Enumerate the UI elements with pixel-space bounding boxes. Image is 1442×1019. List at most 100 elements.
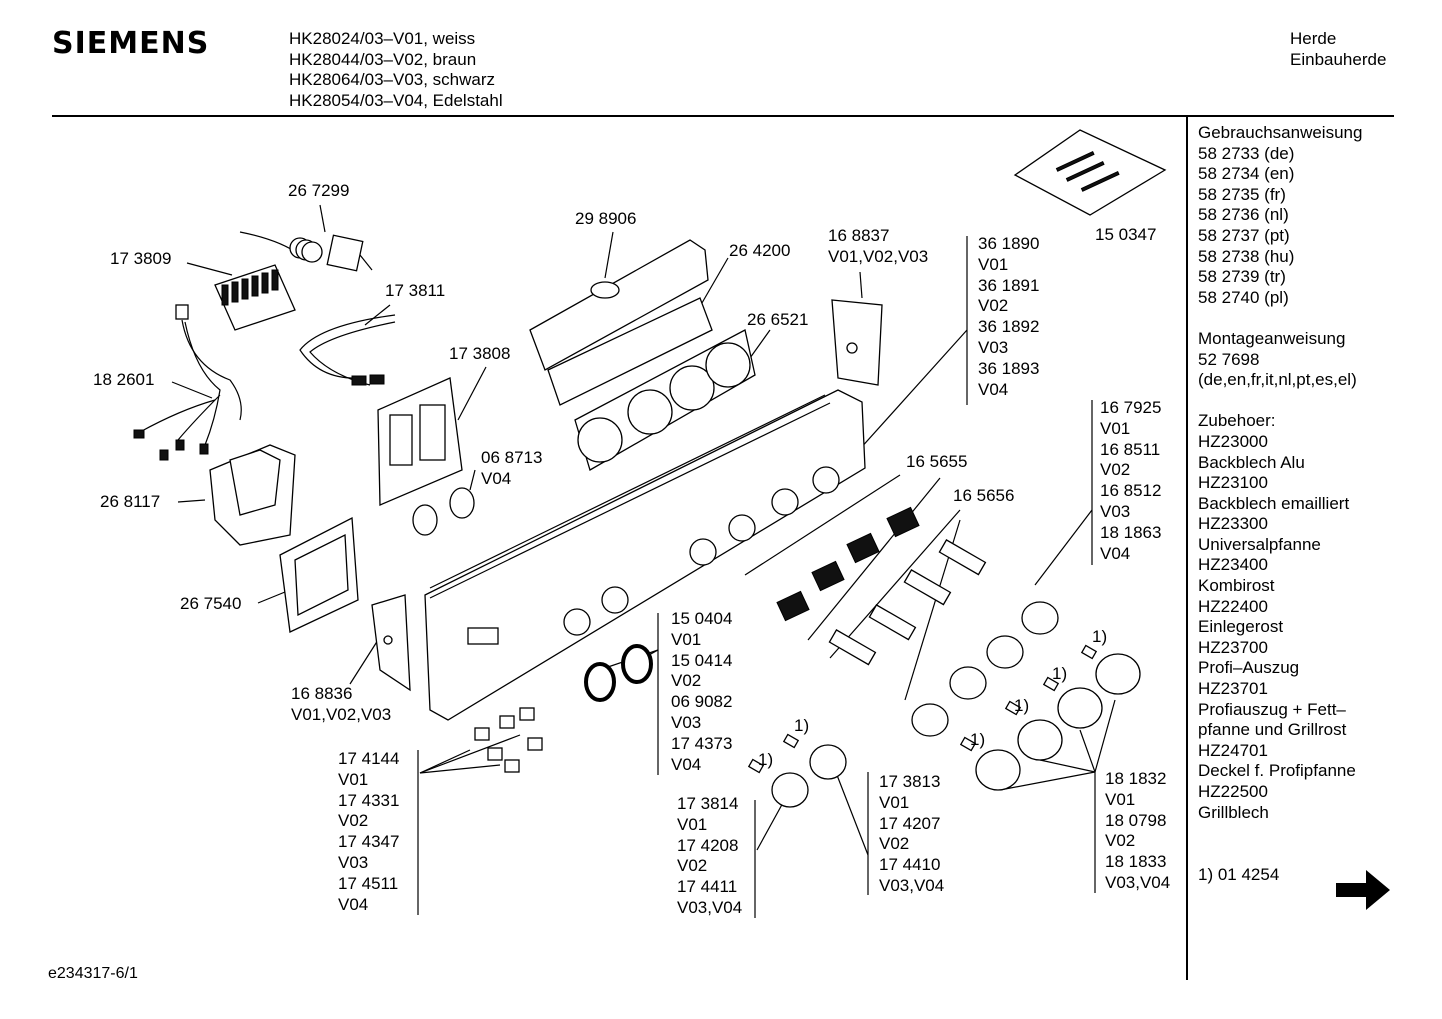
clip-part <box>747 644 1098 774</box>
relay-housing-part <box>209 444 296 546</box>
sidebar-line: HZ22500 <box>1198 782 1268 801</box>
sidebar-line: 58 2738 (hu) <box>1198 246 1295 266</box>
model-line: HK28064/03–V03, schwarz <box>289 70 496 90</box>
shaft-part <box>828 539 987 666</box>
document-id: e234317-6/1 <box>48 965 138 982</box>
sidebar-line: Montageanweisung <box>1198 328 1346 348</box>
model-list: HK28024/03–V01, weiss HK28044/03–V02, br… <box>289 29 503 112</box>
right-bracket-part <box>831 299 883 386</box>
footnote: 1) 01 4254 <box>1198 865 1280 884</box>
control-switch-assembly-part <box>574 329 756 471</box>
category-line: Einbauherde <box>1290 49 1387 69</box>
sidebar-line: HZ23700 <box>1198 637 1268 657</box>
screw-bag-part <box>1013 129 1167 216</box>
part-label: 16 5655 <box>906 452 968 471</box>
part-label: 26 7540 <box>180 594 242 613</box>
category-line: Herde <box>1290 29 1337 48</box>
button-knob-part <box>474 707 543 773</box>
sidebar-line: HZ23100 <box>1198 473 1268 493</box>
part-label: 18 2601 <box>93 370 155 389</box>
brand-logo: SIEMENS <box>52 26 210 61</box>
sidebar-line: Einlegerost <box>1198 617 1284 637</box>
spring-part <box>776 506 920 622</box>
header-divider <box>52 115 1394 117</box>
sidebar-line: (de,en,fr,it,nl,pt,es,el) <box>1198 370 1357 390</box>
footnote-marker: 1) <box>1014 696 1030 715</box>
sidebar-line: Grillblech <box>1198 802 1269 822</box>
model-line: HK28044/03–V02, braun <box>289 49 477 69</box>
sidebar-line: HZ23000 <box>1198 431 1268 451</box>
sidebar-line: HZ23300 <box>1198 514 1268 534</box>
right-arrow-icon[interactable] <box>1334 866 1392 914</box>
category: Herde Einbauherde <box>1290 29 1386 70</box>
mounting-frame-part <box>279 516 359 633</box>
sidebar-line: Universalpfanne <box>1198 534 1321 554</box>
sidebar-line: 58 2734 (en) <box>1198 164 1295 184</box>
part-label: 26 6521 <box>747 310 809 329</box>
part-label: 26 7299 <box>288 181 350 200</box>
sidebar-line: 58 2735 (fr) <box>1198 184 1286 204</box>
large-knob-part <box>771 653 1141 808</box>
sidebar-line: HZ22400 <box>1198 596 1268 616</box>
part-label: 15 0347 <box>1095 225 1157 244</box>
left-bracket-part <box>371 594 411 692</box>
footnote-marker: 1) <box>794 716 810 735</box>
knob-cap-part <box>911 601 1059 737</box>
sidebar-line: Backblech emailliert <box>1198 493 1350 513</box>
sidebar-line: Backblech Alu <box>1198 452 1305 472</box>
bezel-ring-part <box>584 644 653 702</box>
sidebar-line: HZ23400 <box>1198 555 1268 575</box>
cable-harness-part <box>133 304 242 461</box>
middle-bracket-part <box>547 297 713 406</box>
sidebar-line: Profi–Auszug <box>1198 658 1300 678</box>
part-label: 29 8906 <box>575 209 637 228</box>
sidebar-line <box>1198 391 1398 412</box>
part-label: 26 8117 <box>100 492 161 511</box>
model-line: HK28054/03–V04, Edelstahl <box>289 91 503 111</box>
sidebar-line: 58 2739 (tr) <box>1198 267 1286 287</box>
small-knob-part <box>412 487 475 536</box>
model-line: HK28024/03–V01, weiss <box>289 29 476 48</box>
part-label: 17 3809 <box>110 249 172 268</box>
sidebar-line: Deckel f. Profipfanne <box>1198 761 1356 781</box>
control-panel-fascia-part <box>424 389 866 721</box>
part-label: 26 4200 <box>729 241 791 260</box>
sidebar-line: 58 2733 (de) <box>1198 143 1295 163</box>
sidebar-line: 58 2737 (pt) <box>1198 225 1290 245</box>
thermostat-part <box>239 231 373 272</box>
sidebar-line: 52 7698 <box>1198 349 1260 369</box>
exploded-parts-diagram <box>133 129 1167 918</box>
footnote-marker: 1) <box>758 750 774 769</box>
part-label: 16 5656 <box>953 486 1015 505</box>
footnote-marker: 1) <box>970 730 986 749</box>
part-label: 17 3808 <box>449 344 511 363</box>
sidebar-line: Profiauszug + Fett– <box>1198 699 1346 719</box>
switch-block-part <box>214 264 296 331</box>
top-bracket-part <box>529 239 709 371</box>
sidebar-divider <box>1186 116 1188 980</box>
sidebar-line: 58 2740 (pl) <box>1198 287 1289 307</box>
sidebar-line: Zubehoer: <box>1198 411 1276 431</box>
footnote-marker: 1) <box>1092 627 1108 646</box>
wire-part <box>299 314 396 386</box>
sidebar-line: HZ23701 <box>1198 679 1268 699</box>
sidebar-line: pfanne und Grillrost <box>1198 720 1347 740</box>
sidebar-line: 58 2736 (nl) <box>1198 205 1289 225</box>
footnote-marker: 1) <box>1052 664 1068 683</box>
display-module-part <box>377 377 463 506</box>
sidebar-line <box>1198 308 1398 329</box>
sidebar-line: Kombirost <box>1198 576 1275 596</box>
sidebar-line: HZ24701 <box>1198 740 1268 760</box>
part-label: 17 3811 <box>385 281 446 300</box>
